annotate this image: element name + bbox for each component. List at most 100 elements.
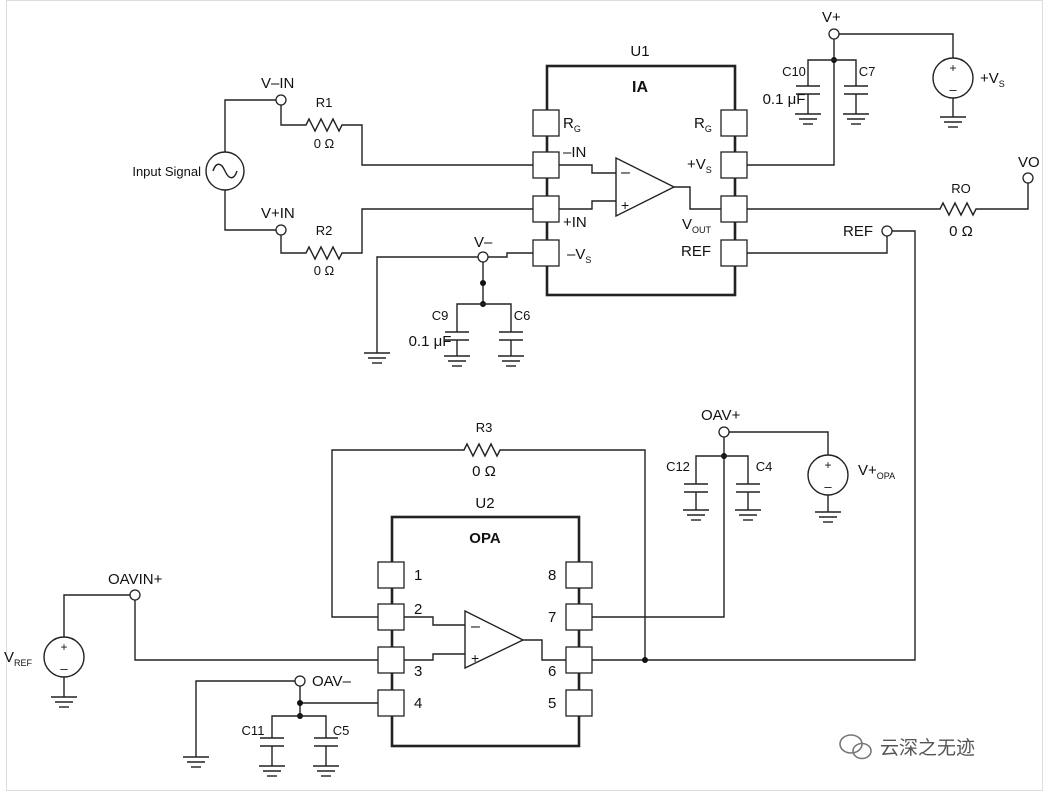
u2-body — [390, 515, 581, 748]
input-signal-label: Input Signal — [132, 164, 201, 179]
u2-pin-label-5: 5 — [548, 695, 556, 712]
vs-dc-source: + – — [932, 57, 974, 128]
vopa-minus-sign: – — [824, 479, 832, 494]
wire-oav-pos-to-pin7 — [592, 437, 725, 618]
u2-pin-label-4: 4 — [414, 695, 422, 712]
u2-title: OPA — [469, 530, 501, 547]
terminal-vin-neg — [275, 94, 287, 106]
u1-amp-plus: + — [621, 197, 629, 213]
net-label-oavin-pos: OAVIN+ — [108, 571, 163, 588]
u2-amp-plus: + — [471, 650, 479, 666]
wire-source-bottom — [224, 190, 276, 231]
u1-label-in-pos: +IN — [563, 214, 587, 231]
c10-capacitor — [795, 85, 821, 125]
u1-label-vs-neg: –VS — [567, 246, 591, 265]
u2-pin-6 — [565, 646, 593, 674]
wire-c12-c4-top — [695, 455, 749, 484]
wire-vref-source — [63, 594, 130, 637]
u2-pin-5 — [565, 689, 593, 717]
c11-capacitor — [259, 737, 285, 777]
net-label-vo: VO — [1018, 154, 1040, 171]
c10-name: C10 — [782, 64, 806, 79]
vopa-label: V+OPA — [858, 462, 895, 481]
c12-capacitor — [683, 483, 709, 521]
r2-name: R2 — [316, 223, 333, 238]
input-signal-source: Input Signal — [132, 151, 245, 191]
c5-name: C5 — [333, 723, 350, 738]
u2-pin-label-8: 8 — [548, 567, 556, 584]
r1-resistor-and-wire — [280, 105, 533, 166]
u1-pin-rg-right — [720, 109, 748, 137]
u1-pin-in-pos — [532, 195, 560, 223]
ground-symbol-2 — [183, 756, 209, 768]
u1-label-vout: VOUT — [682, 216, 712, 235]
u2-pin-3 — [377, 646, 405, 674]
r3-value: 0 Ω — [472, 463, 496, 480]
u2-pin-label-2: 2 — [414, 601, 422, 618]
u1-wire-pos-internal — [559, 200, 616, 210]
net-label-vin-neg: V–IN — [261, 75, 294, 92]
u2-ref: U2 — [475, 495, 494, 512]
c11-name: C11 — [242, 723, 265, 738]
u1-wire-out-internal — [674, 186, 721, 210]
vopa-plus-sign: + — [824, 458, 831, 472]
u1-pin-vs-pos — [720, 151, 748, 179]
u1-amp-minus: – — [621, 164, 630, 181]
u2-pin-label-1: 1 — [414, 567, 422, 584]
c7-name: C7 — [859, 64, 876, 79]
frame — [6, 0, 1043, 791]
ro-value: 0 Ω — [949, 223, 973, 240]
junction-oav-neg — [297, 700, 303, 706]
wire-vminus-to-pin — [488, 252, 533, 258]
u1-label-ref: REF — [681, 243, 711, 260]
vref-label: VREF — [4, 649, 33, 668]
u1-ref: U1 — [630, 43, 649, 60]
u1-ia-block: U1 IA RG –IN +IN –VS RG +VS VOUT REF – + — [532, 43, 748, 297]
terminal-vplus — [828, 28, 840, 40]
ground-symbol — [364, 352, 390, 364]
wire-vminus-gnd — [376, 256, 478, 353]
wechat-icon — [839, 734, 872, 760]
r2-resistor-and-wire — [280, 208, 533, 261]
r1-name: R1 — [316, 95, 333, 110]
vopa-dc-source: + – — [807, 454, 849, 523]
u2-pin-1 — [377, 561, 405, 589]
watermark: 云深之无迹 — [839, 734, 975, 760]
ro-resistor-and-wire — [747, 183, 1029, 217]
c9-capacitor — [444, 331, 470, 367]
terminal-vin-pos — [275, 224, 287, 236]
u2-pin-8 — [565, 561, 593, 589]
vref-minus-sign: – — [60, 661, 68, 676]
c5-capacitor — [313, 737, 339, 777]
u1-pin-vout — [720, 195, 748, 223]
u1-label-in-neg: –IN — [563, 144, 586, 161]
r1-value: 0 Ω — [314, 136, 335, 151]
u2-wire-out-internal — [523, 639, 566, 661]
u2-wire-pos-internal — [404, 653, 465, 661]
c6-name: C6 — [514, 308, 531, 323]
c6-capacitor — [498, 331, 524, 367]
u1-wire-neg-internal — [559, 164, 616, 174]
c9-name: C9 — [432, 308, 449, 323]
wire-c9-c6-top — [456, 303, 512, 332]
wire-ref-pin — [747, 236, 888, 254]
wire-source-top — [224, 99, 276, 152]
wire-oav-neg-gnd — [195, 680, 295, 757]
r3-name: R3 — [476, 420, 493, 435]
u1-label-rg-right: RG — [694, 115, 712, 134]
watermark-text: 云深之无迹 — [880, 737, 975, 759]
u1-pin-ref — [720, 239, 748, 267]
u1-pin-vs-neg — [532, 239, 560, 267]
wire-c10-c7-top — [807, 59, 857, 86]
u1-body — [545, 64, 737, 297]
u2-amp-minus: – — [471, 618, 480, 635]
r3-feedback-resistor-and-wire — [331, 442, 646, 661]
wire-vplus-to-pin — [747, 39, 835, 166]
sine-wave-icon — [212, 163, 238, 179]
u1-pin-in-neg — [532, 151, 560, 179]
u2-pin-4 — [377, 689, 405, 717]
c4-capacitor — [735, 483, 761, 521]
vs-plus-sign: + — [949, 61, 956, 75]
wire-vopa-source — [729, 431, 829, 455]
c7-capacitor — [843, 85, 869, 125]
